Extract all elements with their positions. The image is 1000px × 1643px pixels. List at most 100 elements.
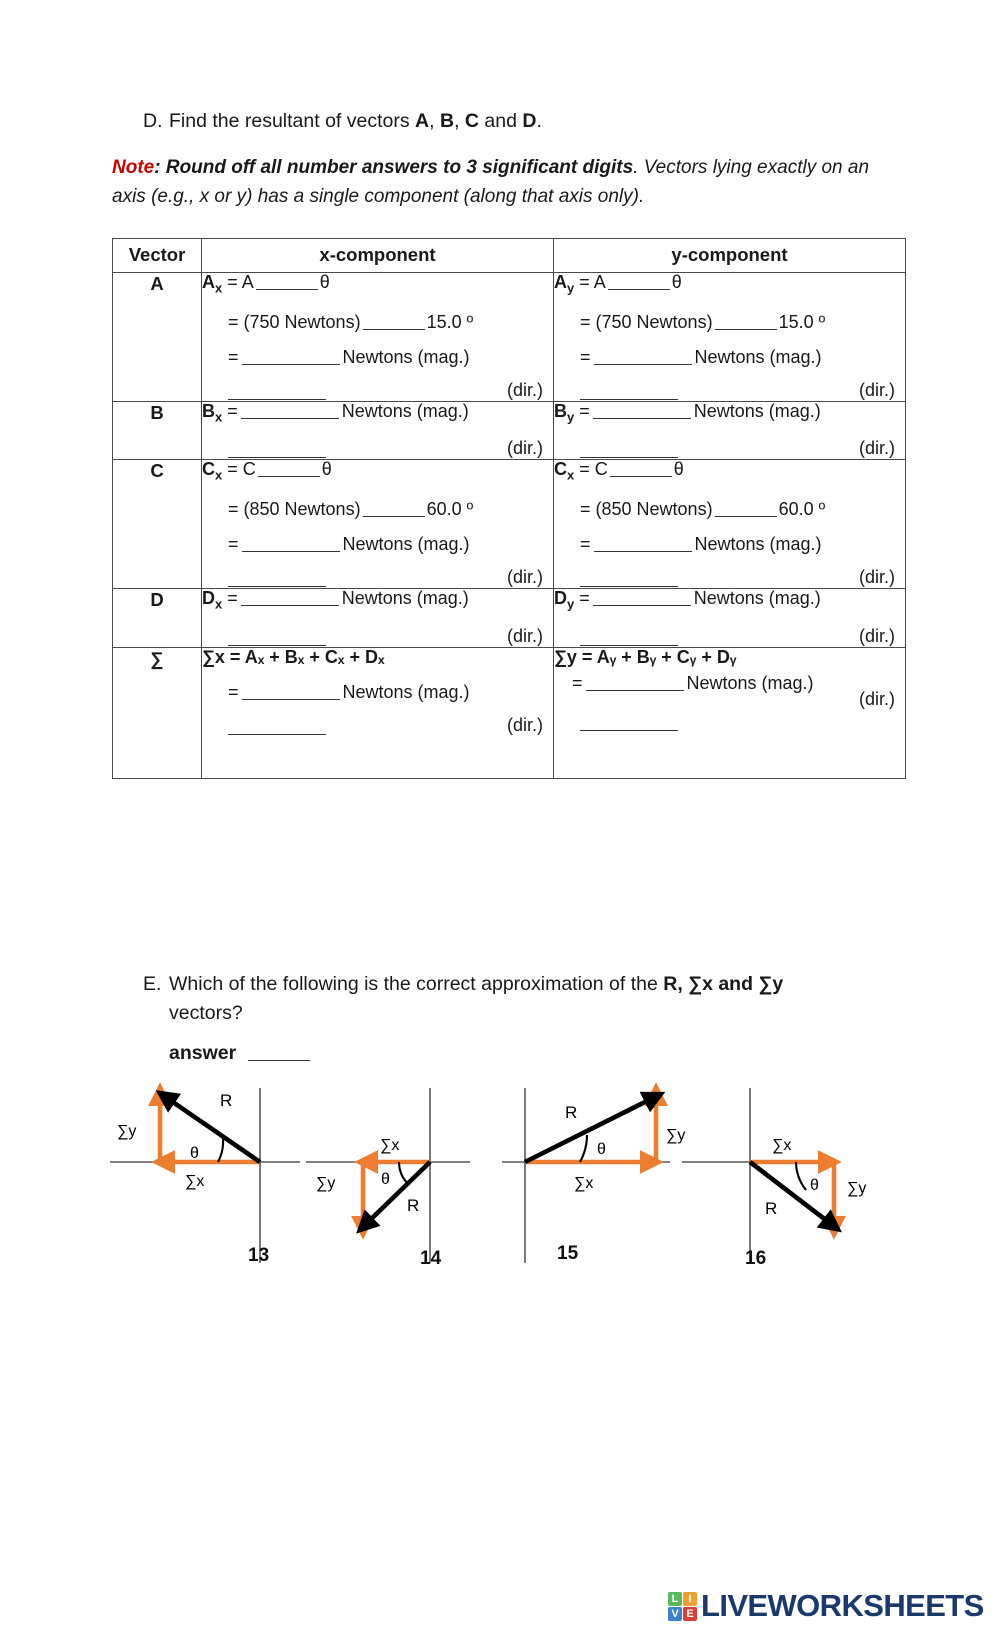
- sym: B: [202, 400, 215, 421]
- answer-blank[interactable]: [241, 350, 340, 365]
- vector-diagram-strip: R θ ∑x ∑y ∑x θ R ∑y: [110, 1078, 910, 1278]
- vector-b-ref: B: [439, 110, 455, 132]
- answer-blank[interactable]: [580, 716, 678, 731]
- label-theta: θ: [190, 1145, 199, 1162]
- answer-blank[interactable]: [580, 385, 678, 400]
- answer-blank[interactable]: [593, 537, 692, 552]
- answer-blank[interactable]: [240, 591, 339, 606]
- formula-line: (dir.): [202, 381, 553, 401]
- sub: x: [215, 280, 223, 296]
- answer-blank[interactable]: [580, 572, 678, 587]
- unit: Newtons (mag.): [694, 346, 822, 367]
- answer-blank[interactable]: [228, 631, 326, 646]
- answer-blank[interactable]: [362, 315, 425, 330]
- answer-blank[interactable]: [241, 537, 340, 552]
- answer-blank[interactable]: [362, 502, 425, 517]
- answer-blank[interactable]: [607, 275, 670, 291]
- formula-line: = (750 Newtons)15.0 º: [202, 313, 553, 331]
- eq: =: [580, 346, 591, 367]
- answer-blank[interactable]: [248, 1046, 311, 1061]
- angle: 60.0 º: [426, 498, 474, 519]
- note-paragraph: Note: Round off all number answers to 3 …: [112, 153, 902, 212]
- eq: =: [572, 672, 583, 693]
- dir-label: (dir.): [507, 566, 543, 587]
- label-r: R: [565, 1103, 577, 1122]
- formula-line: = (850 Newtons)60.0 º: [554, 500, 905, 518]
- diagram-number-13: 13: [248, 1245, 270, 1266]
- answer-blank[interactable]: [580, 443, 678, 459]
- formula-line: (dir.): [554, 439, 905, 459]
- liveworksheets-logo-icon: L I V E: [668, 1591, 697, 1621]
- eq: = A: [574, 272, 606, 293]
- liveworksheets-wordmark: LIVEWORKSHEETS: [701, 1588, 984, 1623]
- answer-blank[interactable]: [241, 685, 340, 700]
- resultant-vector: [523, 1091, 666, 1165]
- formula-line: = (850 Newtons)60.0 º: [202, 500, 553, 518]
- answer-blank[interactable]: [228, 572, 326, 587]
- label-sum-y: ∑y: [847, 1180, 866, 1197]
- formula-line: =Newtons (mag.): [554, 535, 905, 553]
- formula-line: Bx =Newtons (mag.): [202, 402, 553, 425]
- cell-d-y: Dy =Newtons (mag.) (dir.): [553, 587, 906, 648]
- theta-arc: [579, 1134, 589, 1163]
- diagram-14: ∑x θ R ∑y: [306, 1088, 470, 1263]
- sep-1: ,: [429, 110, 440, 132]
- vector-a-ref: A: [415, 110, 430, 132]
- sub: y: [567, 596, 575, 612]
- sum-y-formula: ∑y = Aᵧ + Bᵧ + Cᵧ + Dᵧ: [554, 646, 737, 667]
- answer-blank[interactable]: [585, 676, 684, 691]
- header-x-component: x-component: [201, 237, 554, 274]
- answer-blank[interactable]: [593, 350, 692, 365]
- formula-line: = Newtons (mag.): [554, 674, 905, 692]
- liveworksheets-logo[interactable]: L I V E LIVEWORKSHEETS: [668, 1588, 984, 1624]
- answer-blank[interactable]: [609, 462, 672, 478]
- vector-diagrams-svg: R θ ∑x ∑y ∑x θ R ∑y: [110, 1082, 866, 1263]
- answer-blank[interactable]: [714, 502, 777, 517]
- note-colon: :: [154, 157, 166, 178]
- unit: Newtons (mag.): [686, 672, 814, 693]
- note-rest-text: . Vectors lying exactly on an axis (e.g.…: [112, 157, 870, 208]
- eq: =: [228, 681, 239, 702]
- answer-blank[interactable]: [257, 462, 320, 478]
- section-e-line1: E.Which of the following is the correct …: [143, 970, 843, 999]
- answer-blank[interactable]: [228, 443, 326, 459]
- answer-blank[interactable]: [228, 720, 326, 735]
- theta-arc: [397, 1161, 409, 1185]
- sum-x-formula: ∑x = Aₓ + Bₓ + Cₓ + Dₓ: [202, 646, 385, 667]
- header-y-component: y-component: [553, 237, 906, 274]
- sub: x: [215, 409, 223, 425]
- logo-cell-l: L: [668, 1591, 682, 1606]
- row-label-sigma: ∑: [112, 646, 202, 779]
- sub: x: [567, 468, 575, 484]
- answer-blank[interactable]: [228, 385, 326, 400]
- formula-line: Dx =Newtons (mag.): [202, 589, 553, 612]
- row-label-b: B: [112, 400, 202, 461]
- sym: A: [554, 272, 567, 293]
- sep-end: .: [536, 110, 542, 132]
- formula-line: (dir.): [202, 439, 553, 459]
- eq: =: [580, 533, 591, 554]
- header-vector: Vector: [112, 237, 202, 274]
- answer-blank[interactable]: [240, 404, 339, 419]
- eq: = (750 Newtons): [228, 311, 361, 332]
- formula-line: (dir.): [554, 627, 905, 647]
- logo-cell-e: E: [683, 1606, 697, 1621]
- answer-blank[interactable]: [580, 631, 678, 646]
- cell-d-x: Dx =Newtons (mag.) (dir.): [201, 587, 554, 648]
- formula-line: (dir.): [202, 625, 553, 647]
- eq: =: [228, 533, 239, 554]
- cell-sum-y: ∑y = Aᵧ + Bᵧ + Cᵧ + Dᵧ =Newtons (mag.) (…: [553, 646, 906, 779]
- dir-label: (dir.): [507, 625, 543, 646]
- unit: Newtons (mag.): [342, 533, 470, 554]
- answer-blank[interactable]: [592, 591, 691, 606]
- label-theta: θ: [381, 1171, 390, 1188]
- label-r: R: [407, 1196, 419, 1215]
- answer-blank[interactable]: [714, 315, 777, 330]
- answer-blank[interactable]: [255, 275, 318, 291]
- answer-blank[interactable]: [592, 404, 691, 419]
- formula-line: Dy =Newtons (mag.): [554, 589, 905, 612]
